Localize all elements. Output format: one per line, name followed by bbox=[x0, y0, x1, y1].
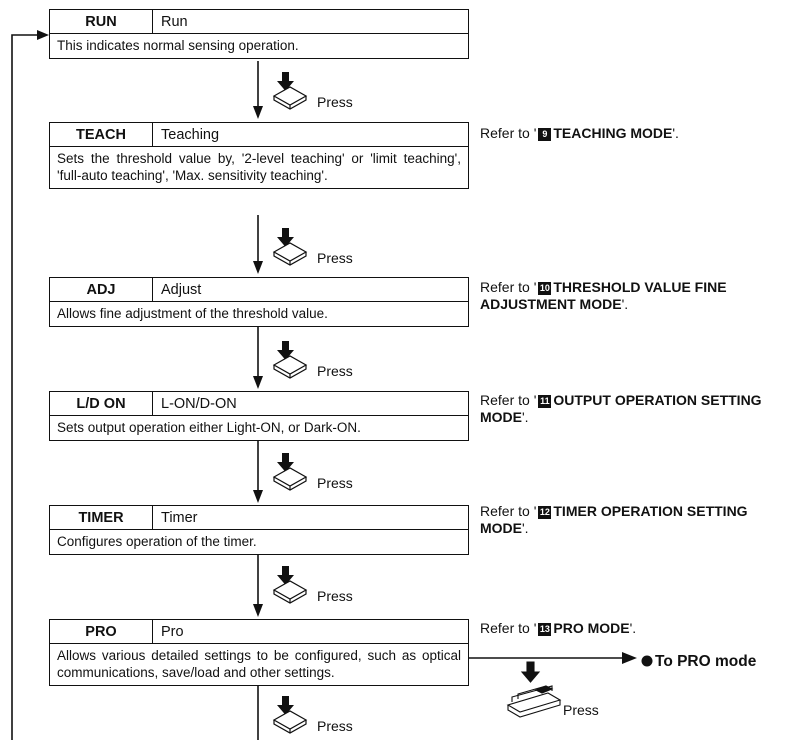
press-switch-icon bbox=[506, 661, 562, 718]
press-label: Press bbox=[317, 475, 353, 491]
press-button-icon bbox=[272, 453, 308, 491]
press-label: Press bbox=[317, 250, 353, 266]
press-button-icon bbox=[272, 228, 308, 266]
press-label: Press bbox=[317, 588, 353, 604]
press-button-icon bbox=[272, 696, 308, 734]
mode-name: Adjust bbox=[161, 281, 202, 298]
mode-description: Configures operation of the timer. bbox=[57, 534, 257, 549]
mode-name: Run bbox=[161, 13, 188, 30]
press-button-icon bbox=[272, 72, 308, 110]
mode-name: Timer bbox=[161, 509, 198, 526]
press-button-icon bbox=[272, 341, 308, 379]
mode-box-timer: TIMER Timer Configures operation of the t… bbox=[49, 505, 469, 555]
press-label: Press bbox=[317, 363, 353, 379]
press-label: Press bbox=[317, 718, 353, 734]
mode-description: Sets the threshold value by, '2-level te… bbox=[57, 151, 461, 183]
press-label: Press bbox=[317, 94, 353, 110]
mode-code: L/D ON bbox=[50, 392, 153, 415]
mode-name: Teaching bbox=[161, 126, 220, 143]
mode-description: Allows various detailed settings to be c… bbox=[57, 648, 461, 680]
mode-code: ADJ bbox=[50, 278, 153, 301]
mode-box-run: RUN Run This indicates normal sensing ope… bbox=[49, 9, 469, 59]
mode-box-ld-on: L/D ON L-ON/D-ON Sets output operation ei… bbox=[49, 391, 469, 441]
to-pro-mode-label: To PRO mode bbox=[655, 653, 757, 670]
mode-box-adj: ADJ Adjust Allows fine adjustment of the … bbox=[49, 277, 469, 327]
mode-code: TIMER bbox=[50, 506, 153, 529]
mode-box-teach: TEACH Teaching Sets the threshold value b… bbox=[49, 122, 469, 189]
press-button-icon bbox=[272, 566, 308, 604]
mode-code: TEACH bbox=[50, 123, 153, 146]
mode-description: This indicates normal sensing operation. bbox=[57, 38, 299, 53]
mode-description: Allows fine adjustment of the threshold … bbox=[57, 306, 328, 321]
mode-code: RUN bbox=[50, 10, 153, 33]
mode-name: Pro bbox=[161, 623, 184, 640]
mode-description: Sets output operation either Light-ON, o… bbox=[57, 420, 361, 435]
mode-name: L-ON/D-ON bbox=[161, 395, 237, 412]
mode-code: PRO bbox=[50, 620, 153, 643]
press-label: Press bbox=[563, 702, 599, 718]
mode-box-pro: PRO Pro Allows various detailed settings … bbox=[49, 619, 469, 686]
